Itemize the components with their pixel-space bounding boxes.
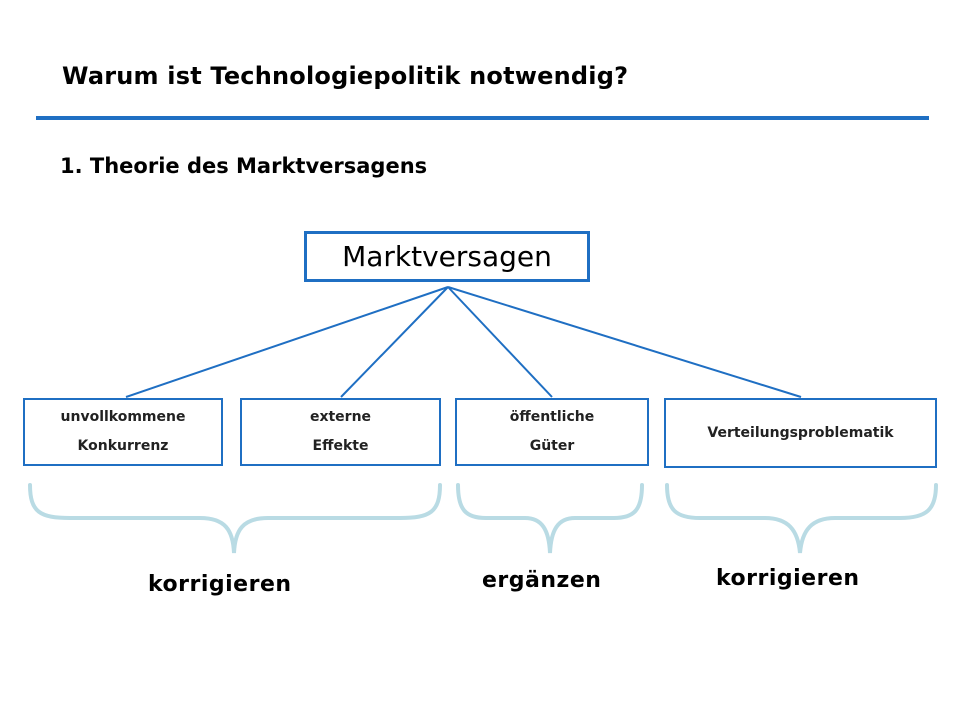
connector-line-effekte — [340, 286, 449, 398]
category-label-line1: unvollkommene — [60, 409, 186, 425]
page-title: Warum ist Technologiepolitik notwendig? — [62, 62, 629, 90]
brace-korrigieren-left — [28, 483, 442, 554]
category-box-konkurrenz: unvollkommene Konkurrenz — [23, 398, 223, 466]
title-underline — [36, 116, 929, 120]
category-box-gueter: öffentliche Güter — [455, 398, 649, 466]
category-label-line1: öffentliche — [509, 409, 595, 425]
category-box-verteilung: Verteilungsproblematik — [664, 398, 937, 468]
brace-korrigieren-right — [665, 483, 938, 554]
category-label-line1: Verteilungsproblematik — [707, 424, 894, 441]
connector-line-verteilung — [447, 286, 802, 398]
connector-line-gueter — [447, 286, 553, 398]
category-box-effekte: externe Effekte — [240, 398, 441, 466]
category-label-line1: externe — [309, 409, 372, 425]
action-label-korrigieren-left: korrigieren — [148, 572, 292, 597]
section-heading: 1. Theorie des Marktversagens — [60, 154, 428, 178]
action-label-ergaenzen: ergänzen — [482, 568, 602, 593]
root-node-marktversagen: Marktversagen — [304, 231, 590, 282]
connector-line-konkurrenz — [125, 286, 449, 398]
brace-ergaenzen — [456, 483, 644, 554]
category-label-line2: Güter — [529, 438, 575, 454]
category-label-line2: Effekte — [312, 438, 369, 454]
action-label-korrigieren-right: korrigieren — [716, 566, 860, 591]
category-label-line2: Konkurrenz — [77, 438, 169, 454]
